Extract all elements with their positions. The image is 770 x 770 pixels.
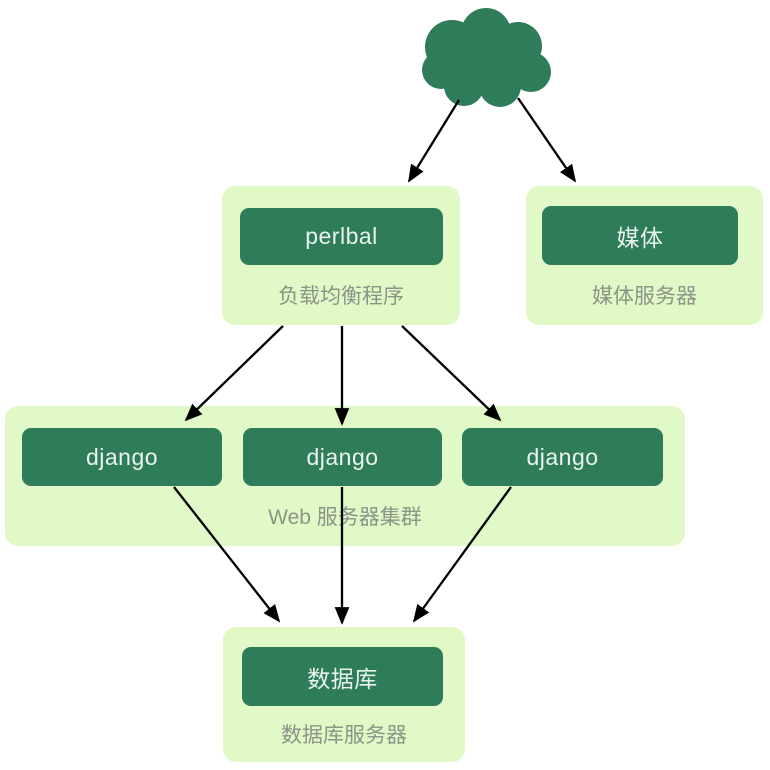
edge-cloud-mediaserver (517, 97, 577, 183)
django-node-1-label: django (85, 443, 159, 470)
web-cluster-group: django django django Web 服务器集群 (5, 406, 685, 546)
cloud-puff (422, 51, 460, 89)
database-caption: 数据库服务器 (281, 724, 407, 747)
media-server-caption: 媒体服务器 (592, 285, 697, 308)
load-balancer-node: perlbal (240, 208, 443, 265)
load-balancer-group: perlbal 负载均衡程序 (222, 186, 460, 325)
load-balancer-label: perlbal (305, 223, 378, 249)
web-cluster-caption: Web 服务器集群 (268, 506, 422, 529)
cloud-puff (455, 30, 519, 94)
cloud-puff (494, 22, 542, 70)
django-node-2: django (243, 428, 442, 486)
database-label: 数据库 (307, 665, 378, 692)
media-server-group: 媒体 媒体服务器 (526, 186, 763, 325)
edge-cloud-loadbalancer (408, 99, 460, 183)
django-node-2-label: django (306, 443, 379, 470)
django-node-3-label: django (526, 443, 599, 470)
django-node-1: django (22, 428, 222, 486)
media-server-node: 媒体 (542, 206, 738, 265)
database-group: 数据库 数据库服务器 (223, 627, 465, 762)
media-server-label: 媒体 (616, 224, 664, 251)
cloud-puff (444, 66, 484, 106)
cloud-puff (511, 52, 551, 92)
cloud-puff (461, 8, 511, 58)
load-balancer-caption: 负载均衡程序 (278, 285, 404, 308)
cloud-icon (422, 8, 551, 107)
django-node-3: django (462, 428, 663, 486)
cloud-puff (479, 65, 521, 107)
database-node: 数据库 (242, 647, 443, 706)
cloud-puff (425, 20, 479, 74)
